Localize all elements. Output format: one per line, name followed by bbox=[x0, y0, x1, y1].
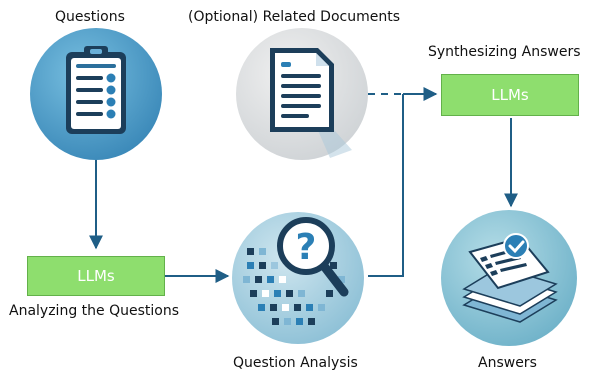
questions-node bbox=[30, 28, 162, 160]
svg-text:?: ? bbox=[296, 227, 317, 268]
connectors bbox=[89, 87, 518, 283]
answers-node bbox=[441, 210, 577, 346]
data-squares bbox=[243, 248, 345, 325]
synthesizing-answers-label: Synthesizing Answers bbox=[428, 44, 581, 60]
documents-node bbox=[236, 28, 368, 160]
connector-analysis-up bbox=[368, 94, 404, 277]
magnifier-question-icon: ? bbox=[277, 217, 349, 297]
question-analysis-node: ? bbox=[232, 212, 364, 344]
document-icon bbox=[270, 48, 334, 132]
llms-synthesize-box: LLMs bbox=[441, 74, 579, 116]
llms-analyze-box: LLMs bbox=[27, 256, 165, 296]
llms-analyze-label: LLMs bbox=[77, 267, 115, 285]
llms-synthesize-label: LLMs bbox=[491, 86, 529, 104]
answers-label: Answers bbox=[478, 355, 537, 371]
analyzing-questions-label: Analyzing the Questions bbox=[9, 303, 179, 319]
related-documents-label: (Optional) Related Documents bbox=[188, 9, 401, 25]
questions-label: Questions bbox=[55, 9, 125, 25]
clipboard-checklist-icon bbox=[66, 46, 126, 134]
question-analysis-label: Question Analysis bbox=[233, 355, 358, 371]
answer-stack-icon bbox=[462, 233, 558, 323]
